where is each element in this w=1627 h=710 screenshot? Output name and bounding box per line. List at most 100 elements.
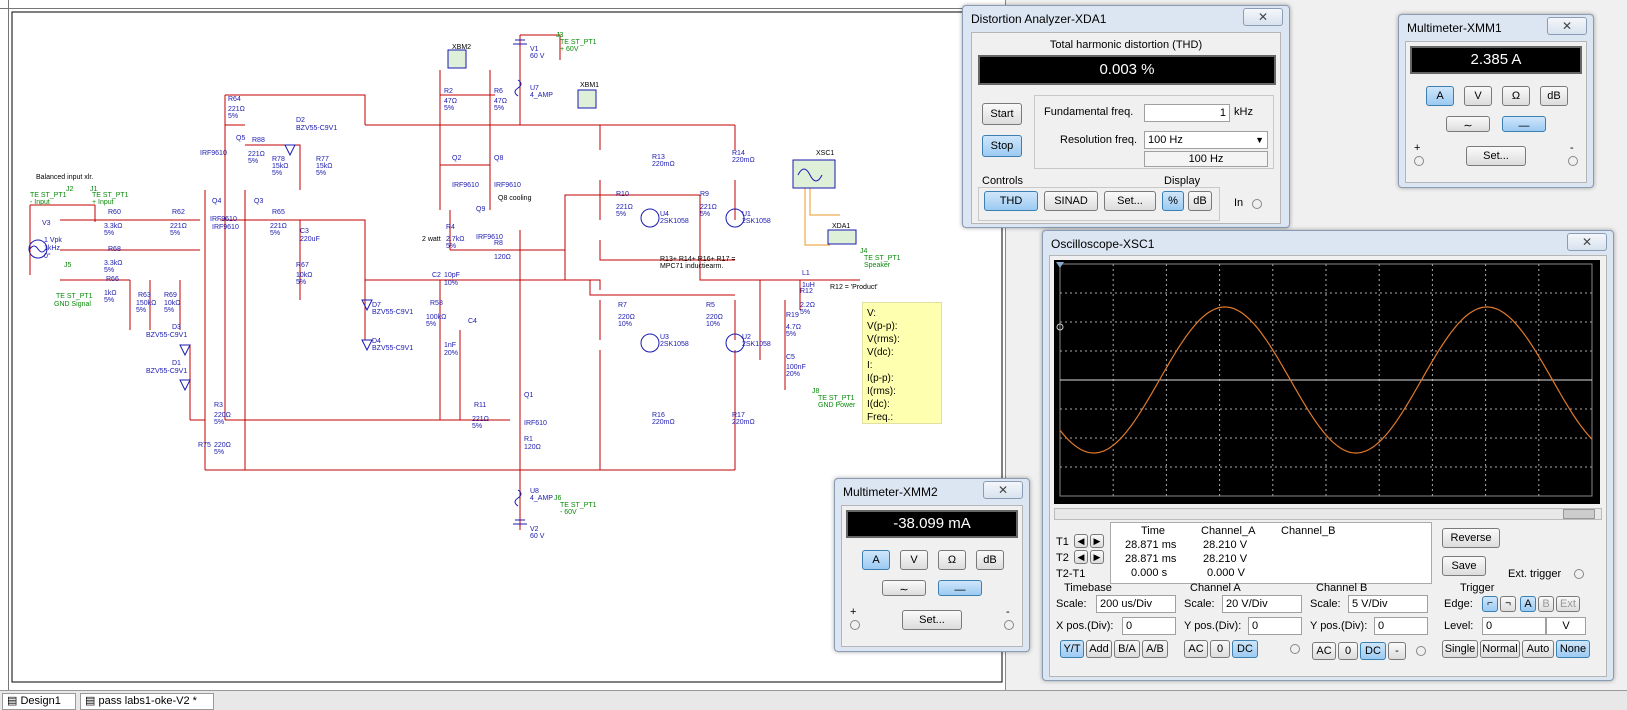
multimeter-xmm1-window[interactable]: Multimeter-XMM1 ✕ 2.385 A A V Ω dB ∼ — +… [1398, 14, 1594, 188]
ac-wave-icon: ∼ [899, 584, 909, 596]
t2-right-button[interactable]: ▶ [1090, 550, 1104, 564]
voltmeter-mode-button[interactable]: V [900, 550, 928, 570]
trigger-level-unit[interactable]: V [1546, 617, 1586, 635]
add-button[interactable]: Add [1086, 640, 1112, 658]
in-terminal-label: In [1234, 197, 1244, 209]
label-c4-value: 1nF [444, 342, 457, 349]
close-button[interactable]: ✕ [1547, 17, 1587, 35]
plus-terminal-icon[interactable] [850, 620, 860, 630]
ac-button[interactable]: ∼ [1446, 116, 1490, 132]
label-r62-tol: 5% [170, 230, 181, 237]
t1-right-button[interactable]: ▶ [1090, 534, 1104, 548]
yt-button[interactable]: Y/T [1060, 640, 1084, 658]
db-mode-button[interactable]: dB [976, 550, 1004, 570]
fundamental-freq-unit: kHz [1234, 106, 1253, 118]
distortion-window-title: Distortion Analyzer-XDA1 [971, 12, 1107, 26]
oscilloscope-window[interactable]: Oscilloscope-XSC1 ✕ T1 T2 T2-T1 ◀ ▶ ◀ ▶ … [1042, 230, 1614, 681]
reverse-button[interactable]: Reverse [1442, 528, 1500, 548]
a-over-b-button[interactable]: A/B [1142, 640, 1168, 658]
plus-terminal-icon[interactable] [1414, 156, 1424, 166]
ac-wave-icon: ∼ [1463, 120, 1473, 132]
dt-cha: 0.000 V [1207, 567, 1245, 579]
close-button[interactable]: ✕ [983, 481, 1023, 499]
t2-t1-label: T2-T1 [1056, 568, 1086, 580]
xmm2-display: -38.099 mA [846, 510, 1018, 538]
scrollbar-thumb[interactable] [1563, 509, 1595, 519]
tab-pass-labs[interactable]: ▤ pass labs1-oke-V2 * [80, 693, 214, 710]
db-button[interactable]: dB [1188, 191, 1212, 211]
normal-trigger-button[interactable]: Normal [1480, 640, 1520, 658]
label-r6-tol: 5% [494, 105, 505, 112]
minus-terminal-icon[interactable] [1004, 620, 1014, 630]
multimeter-xmm2-window[interactable]: Multimeter-XMM2 ✕ -38.099 mA A V Ω dB ∼ … [834, 478, 1030, 652]
save-button[interactable]: Save [1442, 556, 1486, 576]
ext-trigger-terminal-icon[interactable] [1574, 569, 1584, 579]
distortion-analyzer-window[interactable]: Distortion Analyzer-XDA1 ✕ Total harmoni… [962, 5, 1290, 228]
close-button[interactable]: ✕ [1567, 233, 1607, 251]
timebase-scale-input[interactable]: 200 us/Div [1096, 595, 1176, 613]
channel-a-scale-input[interactable]: 20 V/Div [1222, 595, 1302, 613]
channel-b-ypos-input[interactable]: 0 [1374, 617, 1428, 635]
none-trigger-button[interactable]: None [1556, 640, 1590, 658]
label-q2: Q2 [452, 155, 462, 162]
trigger-source-a-button[interactable]: A [1520, 596, 1536, 612]
label-r6: R6 [494, 88, 503, 95]
falling-edge-button[interactable]: ¬ [1500, 596, 1516, 612]
db-mode-button[interactable]: dB [1540, 86, 1568, 106]
scope-scrollbar[interactable] [1054, 508, 1602, 520]
rising-edge-button[interactable]: ⌐ [1482, 596, 1498, 612]
t1-left-button[interactable]: ◀ [1074, 534, 1088, 548]
channel-a-zero-button[interactable]: 0 [1210, 640, 1230, 658]
resolution-freq-select[interactable]: 100 Hz ▼ [1144, 131, 1268, 149]
auto-trigger-button[interactable]: Auto [1522, 640, 1554, 658]
channel-b-zero-button[interactable]: 0 [1338, 642, 1358, 660]
ac-button[interactable]: ∼ [882, 580, 926, 596]
single-trigger-button[interactable]: Single [1442, 640, 1478, 658]
in-terminal-icon[interactable] [1252, 199, 1262, 209]
set-button[interactable]: Set... [1104, 191, 1156, 211]
xmm2-set-button[interactable]: Set... [902, 610, 962, 630]
label-r69-value: 10kΩ [164, 300, 181, 307]
label-r9-tol: 5% [700, 211, 711, 218]
xmm1-set-button[interactable]: Set... [1466, 146, 1526, 166]
channel-b-scale-input[interactable]: 5 V/Div [1348, 595, 1428, 613]
xpos-input[interactable]: 0 [1122, 617, 1176, 635]
b-over-a-button[interactable]: B/A [1114, 640, 1140, 658]
caption-inductance-2: MPC71 inductiearm. [660, 263, 724, 270]
minus-terminal-icon[interactable] [1568, 156, 1578, 166]
percent-button[interactable]: % [1162, 191, 1184, 211]
ammeter-mode-button[interactable]: A [862, 550, 890, 570]
fundamental-freq-input[interactable]: 1 [1144, 104, 1230, 122]
sinad-button[interactable]: SINAD [1044, 191, 1098, 211]
thd-button[interactable]: THD [984, 191, 1038, 211]
channel-b-dc-button[interactable]: DC [1360, 642, 1386, 660]
trigger-level-input[interactable]: 0 [1482, 617, 1546, 635]
dc-button[interactable]: — [1502, 116, 1546, 132]
label-v3-phase: 0° [44, 253, 51, 260]
channel-a-terminal-icon[interactable] [1290, 644, 1300, 654]
dc-button[interactable]: — [938, 580, 982, 596]
channel-a-dc-button[interactable]: DC [1232, 640, 1258, 658]
label-q5: Q5 [236, 135, 246, 142]
schematic-canvas[interactable]: Balanced input xlr. V3 1 Vpk 1kHz 0° J2 … [0, 0, 1006, 690]
channel-a-ypos-input[interactable]: 0 [1248, 617, 1302, 635]
trigger-source-b-button[interactable]: B [1538, 596, 1554, 612]
channel-b-ac-button[interactable]: AC [1312, 642, 1336, 660]
tab-design1[interactable]: ▤ Design1 [2, 693, 76, 710]
trigger-source-ext-button[interactable]: Ext [1556, 596, 1580, 612]
close-button[interactable]: ✕ [1243, 8, 1283, 26]
ohmmeter-mode-button[interactable]: Ω [1502, 86, 1530, 106]
ammeter-mode-button[interactable]: A [1426, 86, 1454, 106]
t2-left-button[interactable]: ◀ [1074, 550, 1088, 564]
voltmeter-mode-button[interactable]: V [1464, 86, 1492, 106]
xpos-label: X pos.(Div): [1056, 620, 1114, 632]
scope-screen[interactable] [1054, 260, 1600, 504]
stop-button[interactable]: Stop [982, 135, 1022, 157]
channel-b-terminal-icon[interactable] [1416, 646, 1426, 656]
channel-a-ac-button[interactable]: AC [1184, 640, 1208, 658]
channel-b-invert-button[interactable]: - [1388, 642, 1406, 660]
timebase-label: Timebase [1064, 582, 1112, 594]
start-button[interactable]: Start [982, 103, 1022, 125]
ohmmeter-mode-button[interactable]: Ω [938, 550, 966, 570]
label-d1-type: BZV55-C9V1 [146, 368, 188, 375]
